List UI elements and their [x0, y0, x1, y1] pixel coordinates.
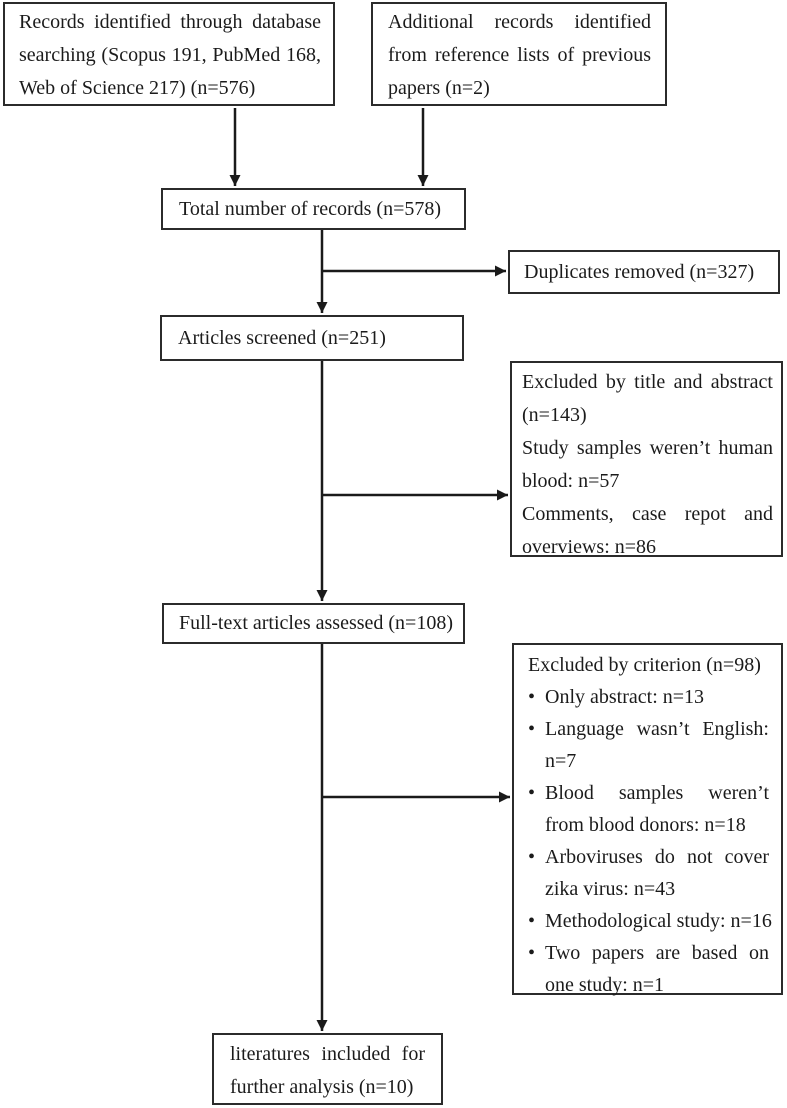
box-duplicates-removed: Duplicates removed (n=327): [508, 250, 780, 294]
exclusion-item: • Only abstract: n=13: [528, 681, 769, 713]
text-line: papers (n=2): [388, 77, 490, 99]
box-additional-records: Additional records identified from refer…: [371, 2, 667, 106]
text-line: (n=143): [522, 404, 587, 426]
box-fulltext-assessed: Full-text articles assessed (n=108): [162, 603, 465, 644]
exclusion-item-text: Two papers are based on: [545, 942, 769, 964]
exclusion-item-text: Blood samples weren’t: [545, 782, 769, 804]
exclusion-item: • Two papers are based on one study: n=1: [528, 937, 769, 1001]
box-literatures-included: literatures included for further analysi…: [212, 1033, 443, 1105]
exclusion-item-text: Only abstract: n=13: [545, 686, 705, 708]
text-line: Web of Science 217) (n=576): [19, 77, 256, 99]
exclusion-item-text: from blood donors: n=18: [545, 814, 746, 836]
text-line: Excluded by title and abstract: [522, 371, 773, 393]
bullet-icon: •: [528, 942, 536, 964]
exclusion-item-text: Language wasn’t English:: [545, 718, 769, 740]
exclusion-item-text: n=7: [545, 750, 577, 772]
exclusion-item: • Methodological study: n=16: [528, 905, 772, 937]
text-line: searching (Scopus 191, PubMed 168,: [19, 44, 321, 66]
exclusion-criterion-title: Excluded by criterion (n=98): [528, 654, 761, 676]
text-line: Full-text articles assessed (n=108): [179, 612, 453, 634]
box-excluded-title-abstract: Excluded by title and abstract (n=143) S…: [510, 361, 783, 558]
exclusion-item: • Blood samples weren’t from blood donor…: [528, 777, 769, 841]
text-line: Records identified through database: [19, 11, 321, 33]
bullet-icon: •: [528, 910, 536, 932]
bullet-icon: •: [528, 846, 536, 868]
exclusion-item-text: zika virus: n=43: [545, 878, 676, 900]
text-line: blood: n=57: [522, 470, 620, 492]
text-line: overviews: n=86: [522, 536, 657, 558]
text-line: Additional records identified: [388, 11, 651, 33]
text-line: literatures included for: [230, 1043, 425, 1065]
bullet-icon: •: [528, 718, 536, 740]
box-excluded-criterion: Excluded by criterion (n=98) • Only abst…: [512, 643, 783, 996]
bullet-icon: •: [528, 782, 536, 804]
exclusion-item-text: one study: n=1: [545, 974, 665, 996]
text-line: further analysis (n=10): [230, 1076, 414, 1098]
text-line: Comments, case repot and: [522, 503, 773, 525]
box-records-identified: Records identified through database sear…: [3, 2, 335, 106]
box-total-records: Total number of records (n=578): [161, 188, 466, 230]
text-line: Articles screened (n=251): [178, 326, 386, 349]
exclusion-item: • Language wasn’t English: n=7: [528, 713, 769, 777]
text-line: Total number of records (n=578): [179, 197, 442, 220]
text-line: from reference lists of previous: [388, 44, 651, 66]
exclusion-item-text: Arboviruses do not cover: [545, 846, 769, 868]
exclusion-item-text: Methodological study: n=16: [545, 910, 772, 932]
exclusion-item: • Arboviruses do not cover zika virus: n…: [528, 841, 769, 905]
box-articles-screened: Articles screened (n=251): [160, 315, 464, 361]
text-line: Duplicates removed (n=327): [524, 260, 755, 283]
bullet-icon: •: [528, 686, 536, 708]
text-line: Study samples weren’t human: [522, 437, 773, 459]
